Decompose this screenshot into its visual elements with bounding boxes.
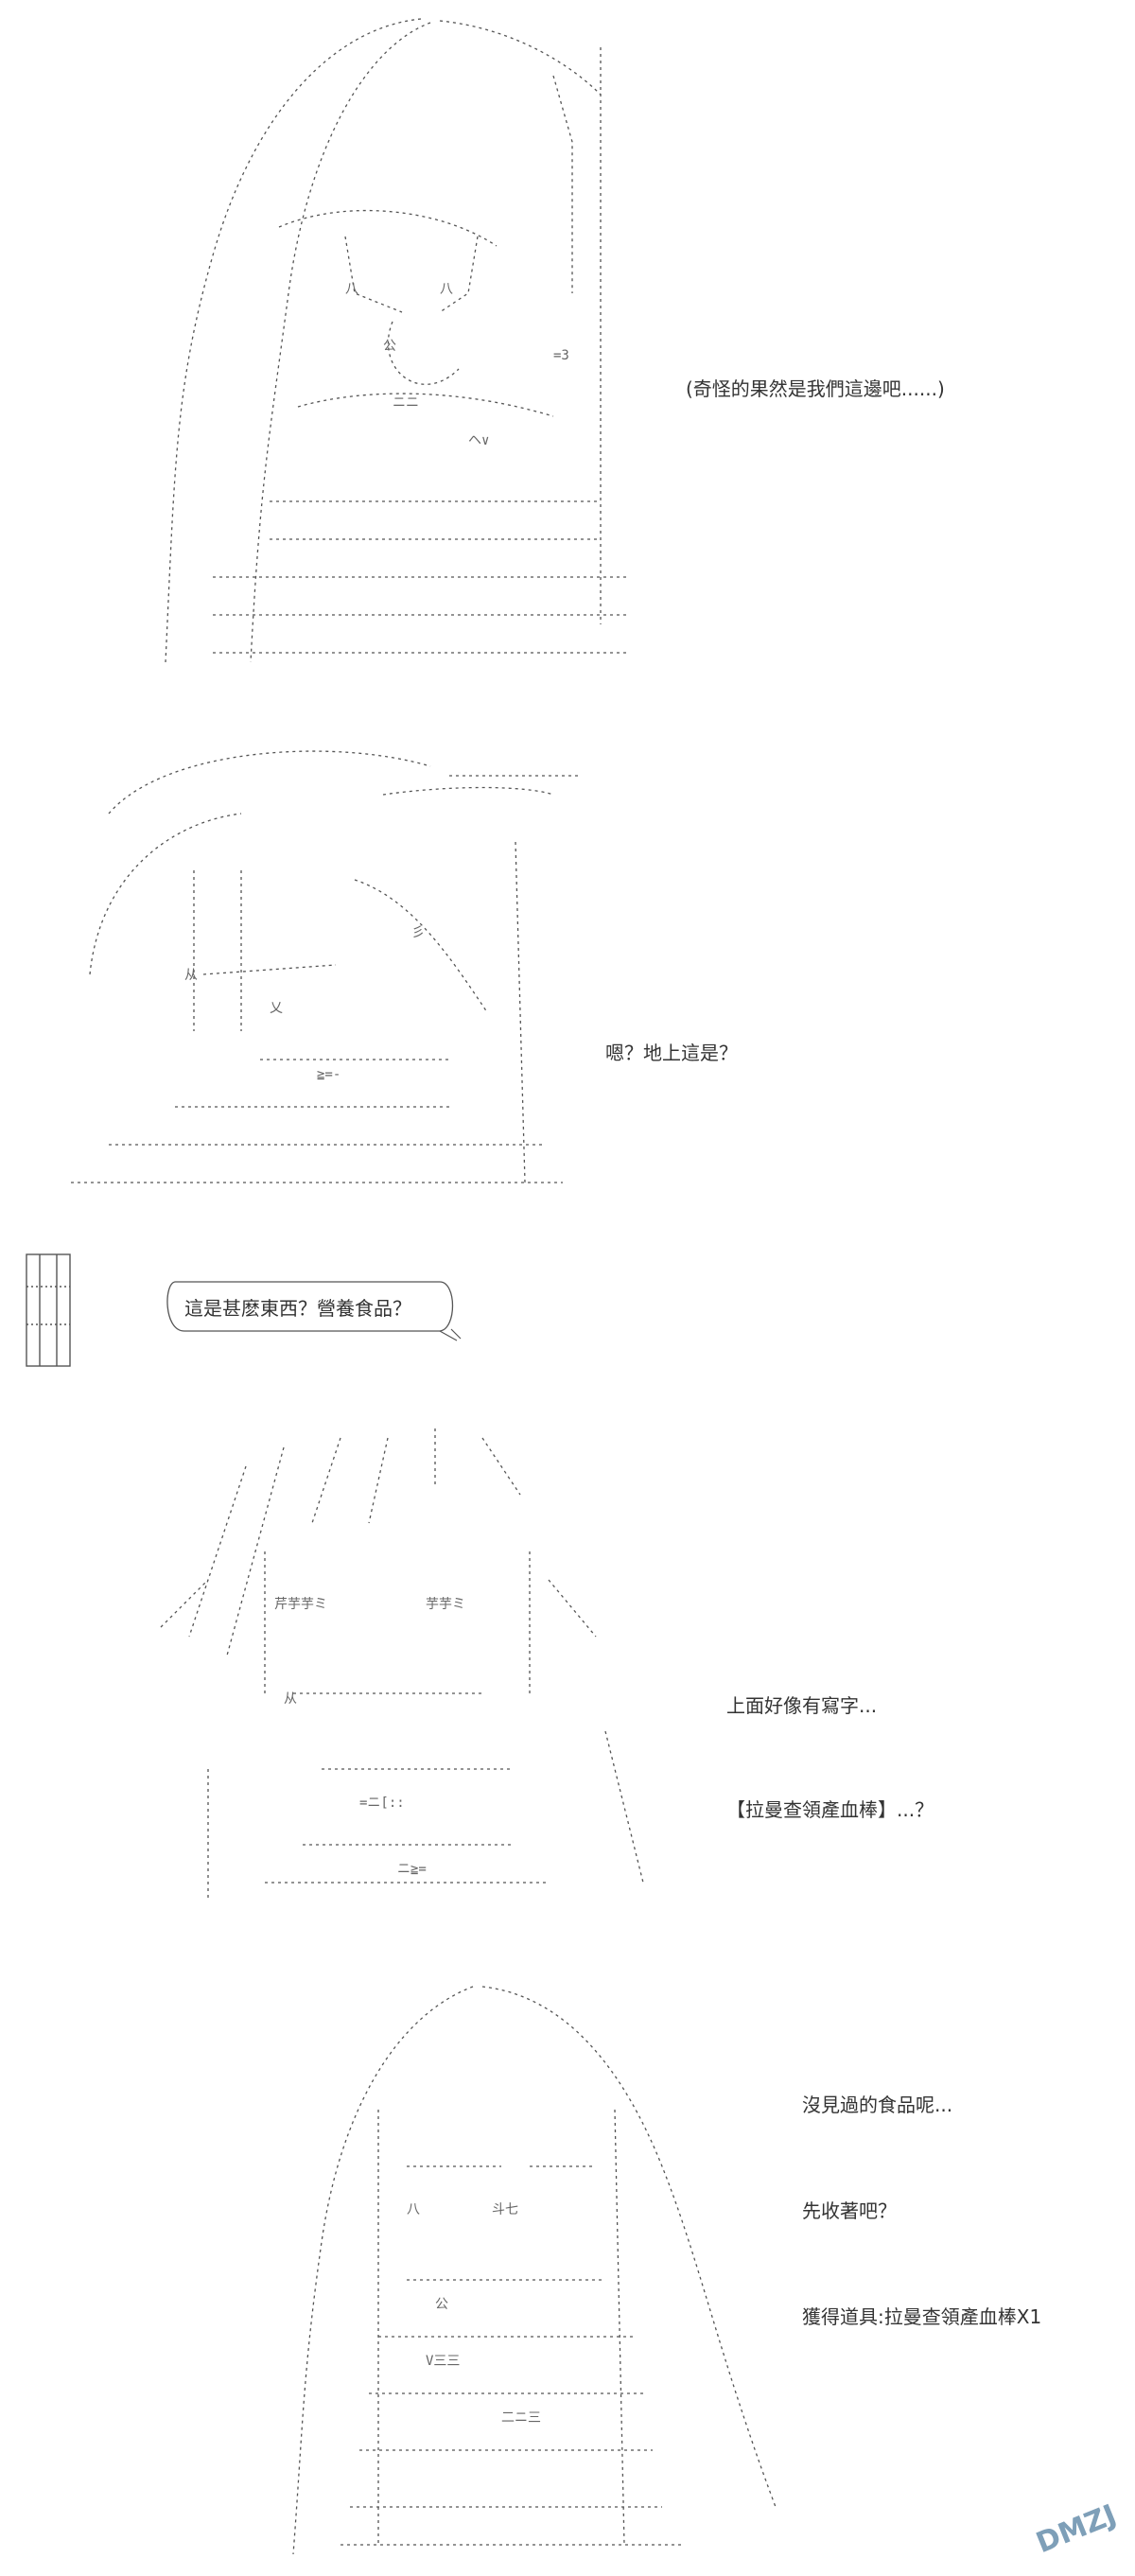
dialogue-text: 上面好像有寫字...	[726, 1694, 878, 1717]
svg-text:公: 公	[435, 2297, 448, 2312]
speech-bubble: 這是甚麽東西？營養食品？	[156, 1272, 468, 1348]
character-art-twin-tail: 芹芋芋ミ 芋芋ミ 从=ニ[:: ニ≧=	[151, 1410, 681, 1920]
svg-text:八: 八	[345, 282, 358, 297]
panel-1: 八 八 公 =3 ニニヘ∨ (奇怪的果然是我們這邊吧......)	[0, 0, 1135, 681]
watermark-logo: DMZJ	[1026, 2488, 1130, 2567]
svg-text:ニ≧=: ニ≧=	[397, 1862, 427, 1877]
bubble-outline	[166, 1281, 462, 1341]
svg-text:=3: =3	[553, 348, 569, 363]
watermark-text: DMZJ	[1032, 2498, 1121, 2560]
svg-text:乂: 乂	[270, 1001, 283, 1016]
dialogue-text: 獲得道具:拉曼查領產血棒X1	[802, 2305, 1042, 2328]
dialogue-text: 先收著吧？	[802, 2199, 897, 2222]
svg-text:芋芋ミ: 芋芋ミ	[426, 1597, 465, 1612]
svg-text:斗七: 斗七	[492, 2202, 518, 2217]
dialogue-text: 沒見過的食品呢...	[802, 2094, 953, 2116]
svg-text:八: 八	[407, 2202, 420, 2217]
svg-text:V三三: V三三	[426, 2354, 460, 2369]
svg-text:公: 公	[383, 339, 396, 354]
svg-text:ニニ: ニニ	[393, 395, 419, 411]
dialogue-block: 上面好像有寫字... 【拉曼查領產血棒】...？	[726, 1625, 934, 1890]
svg-text:从: 从	[184, 968, 198, 983]
character-art-long-hair-2: 八 斗七 公 V三三 二ニ三	[284, 1977, 794, 2564]
dmzj-logo-icon: DMZJ	[1032, 2498, 1121, 2560]
character-art-short-hair: 从乂 彡 ≧=-	[52, 728, 582, 1201]
svg-text:八: 八	[440, 282, 453, 297]
svg-text:芹芋芋ミ: 芹芋芋ミ	[274, 1597, 327, 1612]
svg-text:=ニ[::: =ニ[::	[359, 1796, 405, 1811]
dialogue-text: 【拉曼查領產血棒】...？	[726, 1798, 934, 1821]
dialogue-text: (奇怪的果然是我們這邊吧......)	[686, 377, 945, 400]
panel-2: 从乂 彡 ≧=- 嗯？地上這是？	[0, 728, 1135, 1220]
ration-bar-icon	[26, 1253, 71, 1367]
panel-4: 芹芋芋ミ 芋芋ミ 从=ニ[:: ニ≧= 上面好像有寫字... 【拉曼查領產血棒】.…	[0, 1410, 1135, 1949]
svg-text:二ニ三: 二ニ三	[501, 2410, 541, 2426]
character-art-long-hair: 八 八 公 =3 ニニヘ∨	[156, 9, 686, 672]
dialogue-line: 嗯？地上這是？	[605, 973, 738, 1133]
panel-3: 這是甚麽東西？營養食品？	[0, 1230, 1135, 1367]
ascii-art-figure: 八 八 公 =3 ニニヘ∨	[165, 18, 629, 663]
svg-text:从: 从	[284, 1691, 297, 1707]
dialogue-text: 嗯？地上這是？	[605, 1042, 738, 1064]
energy-bar-object	[21, 1249, 78, 1372]
panel-5: 八 斗七 公 V三三 二ニ三 沒見過的食品呢... 先收著吧？ 獲得道具:拉曼查領產…	[0, 1977, 1135, 2576]
ascii-art-figure: 从乂 彡 ≧=-	[71, 750, 582, 1183]
svg-text:彡: 彡	[411, 925, 425, 940]
ascii-art-figure: 芹芋芋ミ 芋芋ミ 从=ニ[:: ニ≧=	[160, 1428, 644, 1901]
svg-text:≧=-: ≧=-	[317, 1067, 340, 1082]
bubble-text: 這是甚麽東西？營養食品？	[184, 1297, 411, 1320]
ascii-art-figure: 八 斗七 公 V三三 二ニ三	[292, 1986, 777, 2555]
dialogue-block: 沒見過的食品呢... 先收著吧？ 獲得道具:拉曼查領產血棒X1	[802, 2024, 1041, 2397]
svg-text:ヘ∨: ヘ∨	[468, 433, 489, 448]
dialogue-line: (奇怪的果然是我們這邊吧......)	[686, 308, 945, 469]
